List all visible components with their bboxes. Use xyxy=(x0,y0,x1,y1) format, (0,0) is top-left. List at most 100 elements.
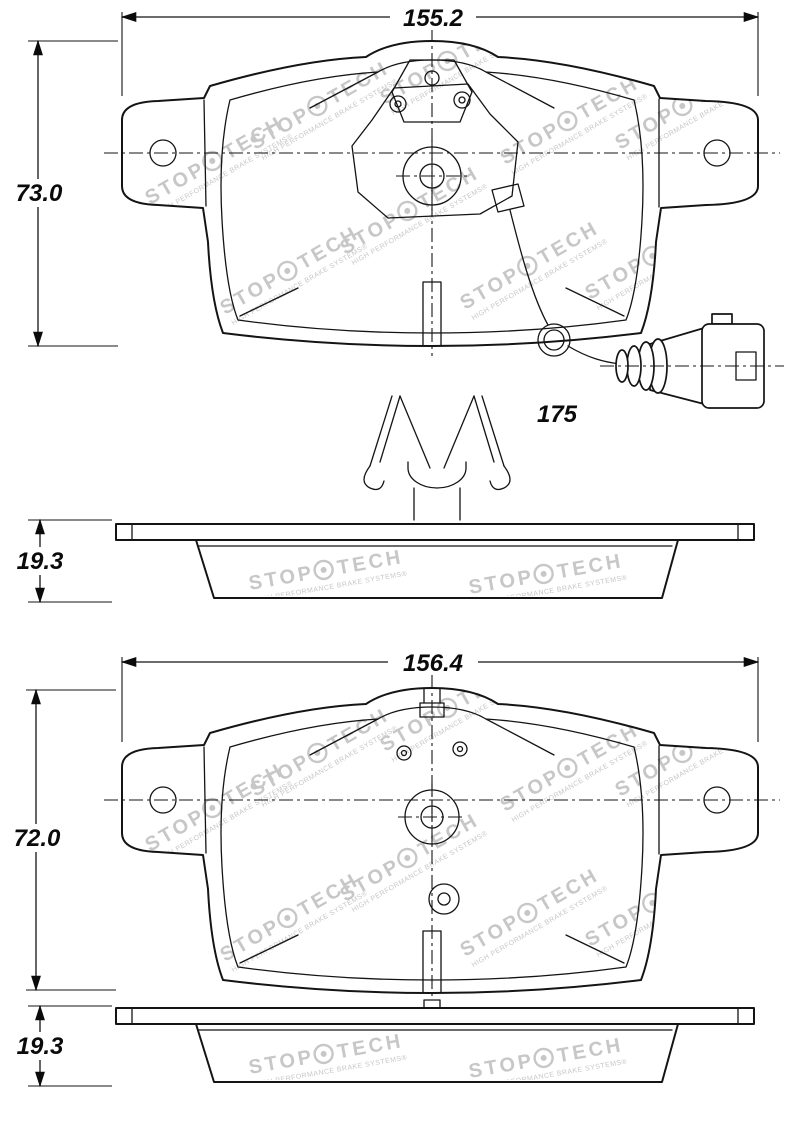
stoptech-o-dot-icon xyxy=(209,157,216,164)
dim-label-bg xyxy=(390,3,476,30)
upper-hole-left xyxy=(396,745,412,761)
bottom-slot xyxy=(422,281,442,346)
stoptech-o-icon xyxy=(397,847,418,869)
left-ear-joint-line xyxy=(203,99,207,207)
stoptech-o-icon xyxy=(557,110,578,132)
bracket-hole-right-inner xyxy=(458,96,466,104)
surface-crease-lines xyxy=(239,71,625,317)
stoptech-o-icon xyxy=(437,50,458,72)
dim-label-bg xyxy=(4,824,70,852)
watermark-tech-text: TECH xyxy=(659,854,728,906)
right-ear-hole xyxy=(703,786,731,814)
stoptech-o-dot-icon xyxy=(649,899,656,906)
dim-pad1-thickness: 19.3 xyxy=(8,518,112,604)
stoptech-o-dot-icon xyxy=(564,764,571,771)
watermark-tech-text: TECH xyxy=(659,207,728,259)
stoptech-o-icon xyxy=(313,559,334,581)
left-ear-joint-line xyxy=(203,746,207,854)
backing-plate-edge xyxy=(115,523,755,541)
center-bore-crosshair xyxy=(396,140,468,212)
pad1-width-value: 155.2 xyxy=(403,5,464,32)
stoptech-o-dot-icon xyxy=(284,267,291,274)
upper-hole-right-inner xyxy=(456,745,464,753)
sensor-clip xyxy=(491,183,525,213)
dim-pad1-width: 155.2 xyxy=(120,3,760,96)
lower-hole-outer xyxy=(428,883,460,915)
friction-surface-outline xyxy=(220,706,644,981)
bottom-slot xyxy=(422,930,442,993)
bracket-hole-left-inner xyxy=(394,100,402,108)
stoptech-o-dot-icon xyxy=(679,102,686,109)
dim-pad2-height: 72.0 xyxy=(4,688,116,992)
bracket-hole-right xyxy=(453,91,471,109)
upper-hole-left-inner xyxy=(400,749,408,757)
dim-pad2-width: 156.4 xyxy=(120,648,760,742)
friction-material-profile xyxy=(195,1023,679,1083)
surface-crease-lines xyxy=(239,718,625,964)
clip-v-arms xyxy=(399,395,475,469)
stoptech-o-dot-icon xyxy=(679,749,686,756)
clip-hook-right xyxy=(489,465,511,491)
dim-sensor-wire-length: 175 xyxy=(526,400,588,428)
clip-stem xyxy=(413,487,461,521)
stoptech-o-dot-icon xyxy=(320,1050,327,1057)
retaining-clip-view xyxy=(363,395,511,521)
stoptech-o-icon xyxy=(517,902,538,924)
stoptech-o-dot-icon xyxy=(540,570,547,577)
lower-hole-inner xyxy=(437,892,451,906)
wire-loop-inner xyxy=(543,329,565,351)
stoptech-o-icon xyxy=(397,200,418,222)
stoptech-o-dot-icon xyxy=(564,117,571,124)
stoptech-o-dot-icon xyxy=(404,207,411,214)
center-bore-crosshair xyxy=(398,783,466,851)
stoptech-o-dot-icon xyxy=(524,909,531,916)
stoptech-o-dot-icon xyxy=(404,854,411,861)
stoptech-o-icon xyxy=(533,1047,554,1069)
bracket-hole-left xyxy=(389,95,407,113)
top-bump-notch xyxy=(419,702,445,718)
stoptech-o-dot-icon xyxy=(540,1054,547,1061)
top-bump-hole xyxy=(424,70,440,86)
dim-label-bg xyxy=(526,400,588,428)
connector-tab xyxy=(711,313,733,325)
left-ear-hole xyxy=(149,139,177,167)
clip-hook-left xyxy=(363,465,385,491)
stoptech-o-icon xyxy=(277,907,298,929)
dim-label-bg xyxy=(8,547,72,575)
center-bore-inner xyxy=(419,163,445,189)
pad1-height-value: 73.0 xyxy=(16,180,63,207)
dim-label-bg xyxy=(388,648,478,675)
top-bump-lines xyxy=(423,688,441,704)
stoptech-o-icon xyxy=(277,260,298,282)
dim-pad1-height: 73.0 xyxy=(6,39,118,348)
pad2-thickness-value: 19.3 xyxy=(17,1033,64,1060)
upper-hole-right xyxy=(452,741,468,757)
backing-plate-edge xyxy=(115,1007,755,1025)
left-ear-hole xyxy=(149,786,177,814)
friction-material-profile xyxy=(195,539,679,599)
stoptech-o-icon xyxy=(533,563,554,585)
stoptech-o-dot-icon xyxy=(649,252,656,259)
dim-pad2-thickness: 19.3 xyxy=(8,1004,112,1088)
stoptech-o-icon xyxy=(307,742,328,764)
dim-label-bg xyxy=(6,179,72,207)
sensor-wire-length-value: 175 xyxy=(537,401,578,428)
stoptech-o-icon xyxy=(307,95,328,117)
stoptech-o-icon xyxy=(437,697,458,719)
stoptech-o-dot-icon xyxy=(284,914,291,921)
pad2-height-value: 72.0 xyxy=(14,825,61,852)
